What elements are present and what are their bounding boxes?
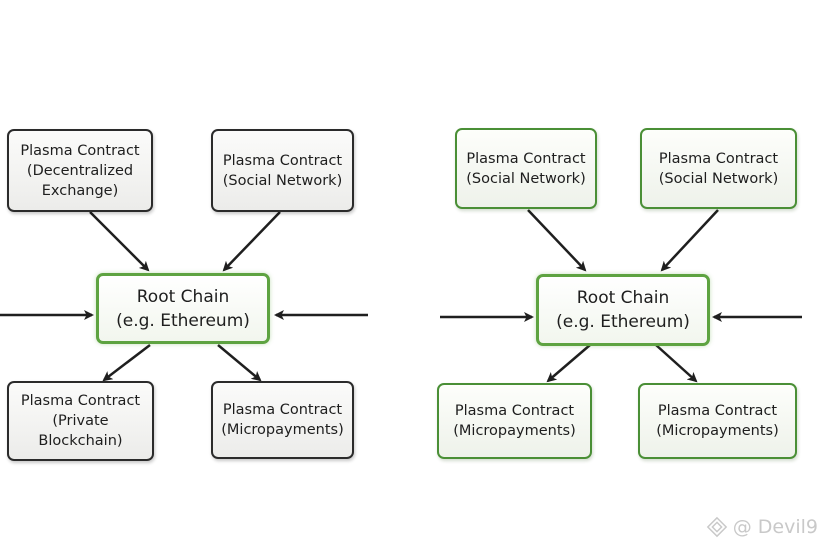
arrow-right-top-right-to-root (660, 209, 719, 272)
box-subtitle: (Social Network) (466, 170, 586, 187)
left-plasma-contract-dex-box: Plasma Contract (Decentralized Exchange) (7, 129, 153, 212)
right-plasma-contract-social-box-2: Plasma Contract (Social Network) (640, 128, 797, 209)
box-subtitle: (Micropayments) (453, 423, 576, 439)
box-subtitle-line1: (Decentralized (26, 162, 134, 179)
right-root-chain-box: Root Chain (e.g. Ethereum) (536, 274, 710, 346)
box-subtitle-line1: (Private (52, 413, 109, 429)
box-subtitle-line2: Exchange) (41, 182, 119, 199)
box-title: Plasma Contract (658, 150, 779, 167)
right-plasma-contract-social-box-1: Plasma Contract (Social Network) (455, 128, 597, 209)
arrow-left-root-to-bottom-right (217, 344, 262, 382)
box-title: Plasma Contract (466, 150, 586, 167)
left-plasma-contract-private-box: Plasma Contract (Private Blockchain) (7, 381, 154, 461)
box-title: Plasma Contract (657, 403, 778, 419)
arrow-left-top-left-to-root (89, 211, 150, 272)
root-subtitle: (e.g. Ethereum) (116, 310, 250, 331)
box-subtitle: (Social Network) (222, 172, 343, 189)
box-subtitle: (Social Network) (658, 170, 779, 187)
left-plasma-contract-social-box: Plasma Contract (Social Network) (211, 129, 354, 212)
right-plasma-contract-micropayments-box-2: Plasma Contract (Micropayments) (638, 383, 797, 459)
box-title: Plasma Contract (454, 403, 575, 419)
root-title: Root Chain (576, 288, 670, 308)
arrow-left-root-to-bottom-left (102, 344, 151, 382)
box-title: Plasma Contract (20, 393, 141, 409)
box-title: Plasma Contract (222, 152, 343, 169)
root-subtitle: (e.g. Ethereum) (556, 312, 690, 332)
watermark: @ Devil9 (706, 516, 818, 538)
box-title: Plasma Contract (20, 142, 140, 159)
box-subtitle: (Micropayments) (221, 422, 344, 438)
right-plasma-contract-micropayments-box-1: Plasma Contract (Micropayments) (437, 383, 592, 459)
watermark-text: @ Devil9 (732, 516, 818, 538)
left-root-chain-box: Root Chain (e.g. Ethereum) (96, 273, 270, 344)
binance-logo-icon (706, 516, 727, 538)
left-plasma-contract-micropayments-box: Plasma Contract (Micropayments) (211, 381, 354, 459)
arrow-left-top-right-to-root (222, 211, 281, 272)
arrow-right-root-to-bottom-right (655, 344, 698, 383)
root-title: Root Chain (136, 286, 230, 307)
arrow-right-root-to-bottom-left (546, 344, 591, 383)
box-subtitle: (Micropayments) (656, 423, 779, 439)
box-title: Plasma Contract (222, 402, 343, 418)
arrow-right-top-left-to-root (527, 209, 587, 272)
box-subtitle-line2: Blockchain) (38, 433, 123, 449)
